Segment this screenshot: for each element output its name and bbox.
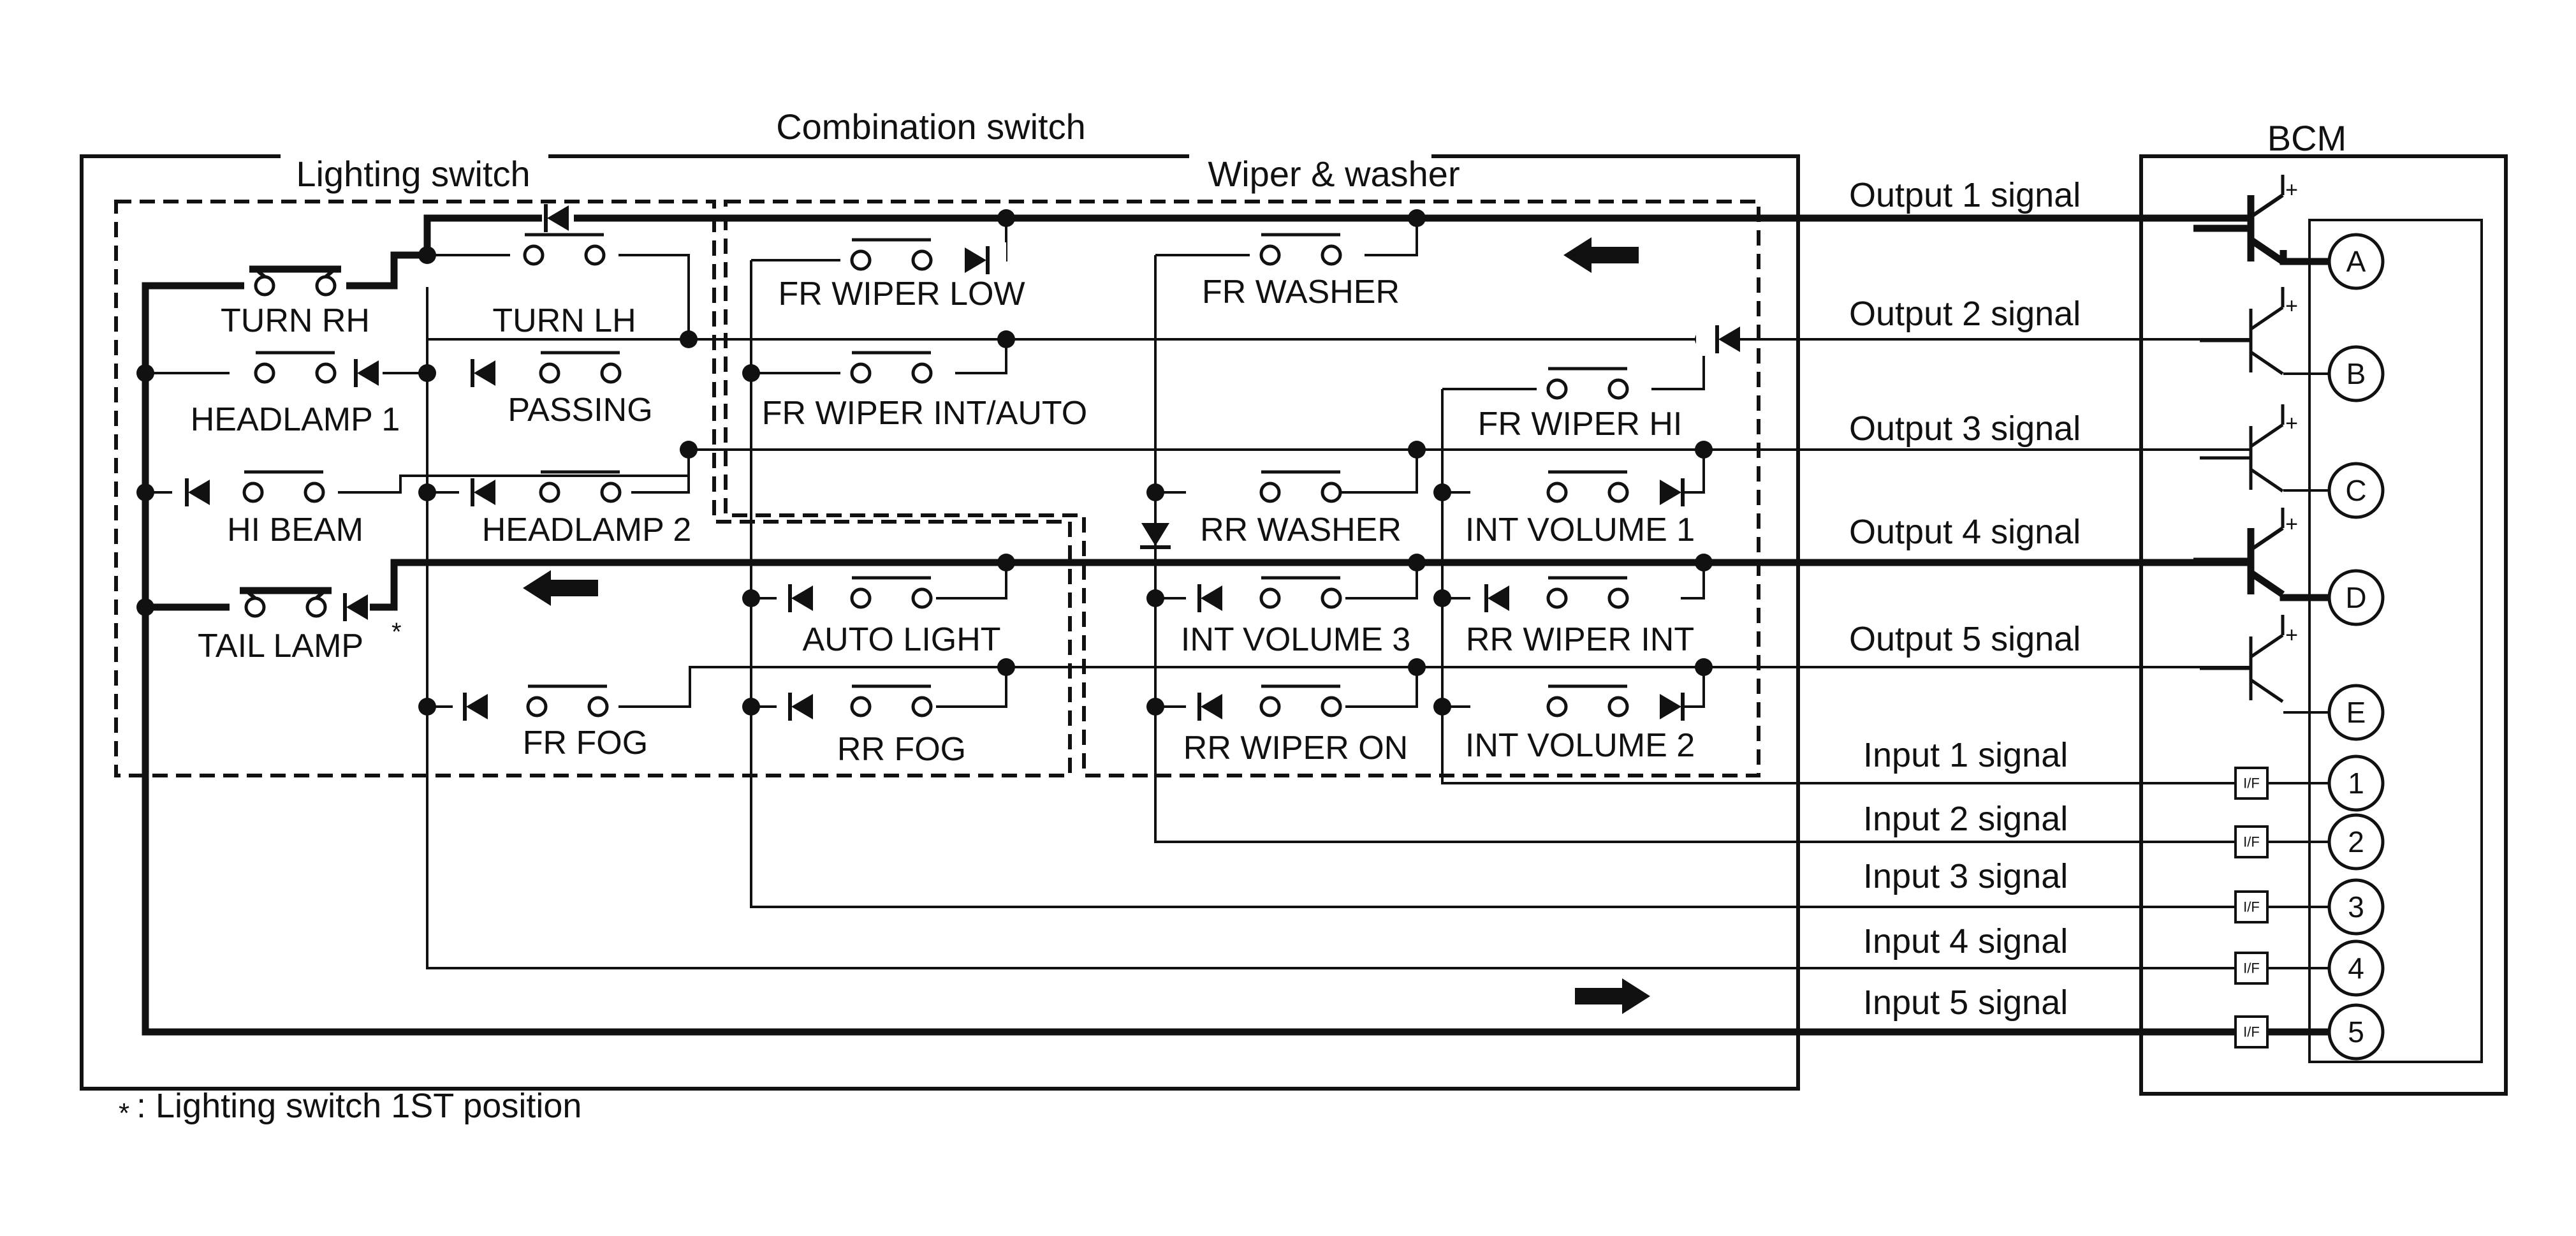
output4-transistor-icon: + xyxy=(2193,508,2298,594)
auto-light-label: AUTO LIGHT xyxy=(802,621,1000,658)
rr-washer-label: RR WASHER xyxy=(1200,511,1401,548)
tail-lamp-label: TAIL LAMP xyxy=(198,628,363,665)
lighting-switch-label: Lighting switch xyxy=(296,154,530,194)
fr-wiper-hi-label: FR WIPER HI xyxy=(1478,406,1683,443)
terminal-3: 3 xyxy=(2348,890,2364,923)
terminal-d: D xyxy=(2345,581,2366,614)
turn-lh-label: TURN LH xyxy=(492,302,636,339)
input1-label: Input 1 signal xyxy=(1863,736,2068,774)
rr-wiper-int-label: RR WIPER INT xyxy=(1466,621,1694,658)
tail-lamp-mark: * xyxy=(392,618,402,646)
output3-label: Output 3 signal xyxy=(1849,409,2081,448)
if-box-4: I/F xyxy=(2243,960,2260,976)
output1-transistor-icon: + xyxy=(2193,175,2298,261)
int-volume-1-label: INT VOLUME 1 xyxy=(1465,511,1695,548)
input5-label: Input 5 signal xyxy=(1863,983,2068,1022)
if-box-3: I/F xyxy=(2243,899,2260,915)
rr-wiper-on-label: RR WIPER ON xyxy=(1183,730,1408,767)
svg-text:+: + xyxy=(2285,178,2298,202)
fr-wiper-int-auto-label: FR WIPER INT/AUTO xyxy=(762,395,1087,432)
flow-arrow-left-icon xyxy=(523,570,598,606)
if-box-5: I/F xyxy=(2243,1024,2260,1040)
output2-label: Output 2 signal xyxy=(1849,295,2081,333)
hi-beam-label: HI BEAM xyxy=(227,511,363,548)
int-volume-2-label: INT VOLUME 2 xyxy=(1465,727,1695,764)
rr-washer-diode xyxy=(1140,523,1171,547)
int-volume-3-label: INT VOLUME 3 xyxy=(1181,621,1410,658)
output5-label: Output 5 signal xyxy=(1849,620,2081,658)
flow-arrow-left-icon xyxy=(1563,237,1639,273)
headlamp2-label: HEADLAMP 2 xyxy=(482,511,692,548)
bcm-frame xyxy=(2139,154,2508,1096)
headlamp1-label: HEADLAMP 1 xyxy=(191,401,400,438)
output4-label: Output 4 signal xyxy=(1849,513,2081,551)
svg-text:+: + xyxy=(2285,294,2298,318)
flow-arrow-right-icon xyxy=(1575,978,1650,1014)
svg-text:+: + xyxy=(2285,411,2298,436)
output5-transistor-icon: + xyxy=(2200,615,2298,702)
bcm-title: BCM xyxy=(2267,118,2346,158)
lighting-switch-group xyxy=(114,200,1072,777)
input2-label: Input 2 signal xyxy=(1863,800,2068,838)
terminal-a: A xyxy=(2346,245,2366,278)
output1-label: Output 1 signal xyxy=(1849,176,2081,214)
combination-switch-title: Combination switch xyxy=(776,107,1086,147)
footnote-mark: * xyxy=(119,1098,129,1129)
footnote-text: : Lighting switch 1ST position xyxy=(136,1087,582,1125)
terminal-b: B xyxy=(2346,357,2366,390)
turn-rh-label: TURN RH xyxy=(221,302,370,339)
terminal-2: 2 xyxy=(2348,825,2364,858)
terminal-1: 1 xyxy=(2348,767,2364,800)
terminal-c: C xyxy=(2345,474,2366,507)
svg-text:+: + xyxy=(2285,512,2298,536)
combination-switch-frame xyxy=(80,154,1800,1091)
rr-fog-label: RR FOG xyxy=(837,731,966,768)
terminal-5: 5 xyxy=(2348,1015,2364,1048)
terminal-e: E xyxy=(2346,696,2366,729)
input4-label: Input 4 signal xyxy=(1863,922,2068,960)
svg-text:+: + xyxy=(2285,623,2298,647)
output2-transistor-icon: + xyxy=(2200,287,2298,374)
fr-washer-label: FR WASHER xyxy=(1202,274,1400,311)
input3-label: Input 3 signal xyxy=(1863,857,2068,895)
output3-transistor-icon: + xyxy=(2200,404,2298,491)
bcm-inner-frame xyxy=(2308,219,2483,1063)
if-box-2: I/F xyxy=(2243,834,2260,850)
passing-label: PASSING xyxy=(508,392,652,429)
wiper-washer-label: Wiper & washer xyxy=(1208,154,1460,194)
fr-wiper-low-label: FR WIPER LOW xyxy=(778,276,1025,313)
output1-bus xyxy=(142,214,2281,1036)
terminal-4: 4 xyxy=(2348,952,2364,985)
fr-fog-label: FR FOG xyxy=(523,725,648,761)
if-box-1: I/F xyxy=(2243,776,2260,791)
